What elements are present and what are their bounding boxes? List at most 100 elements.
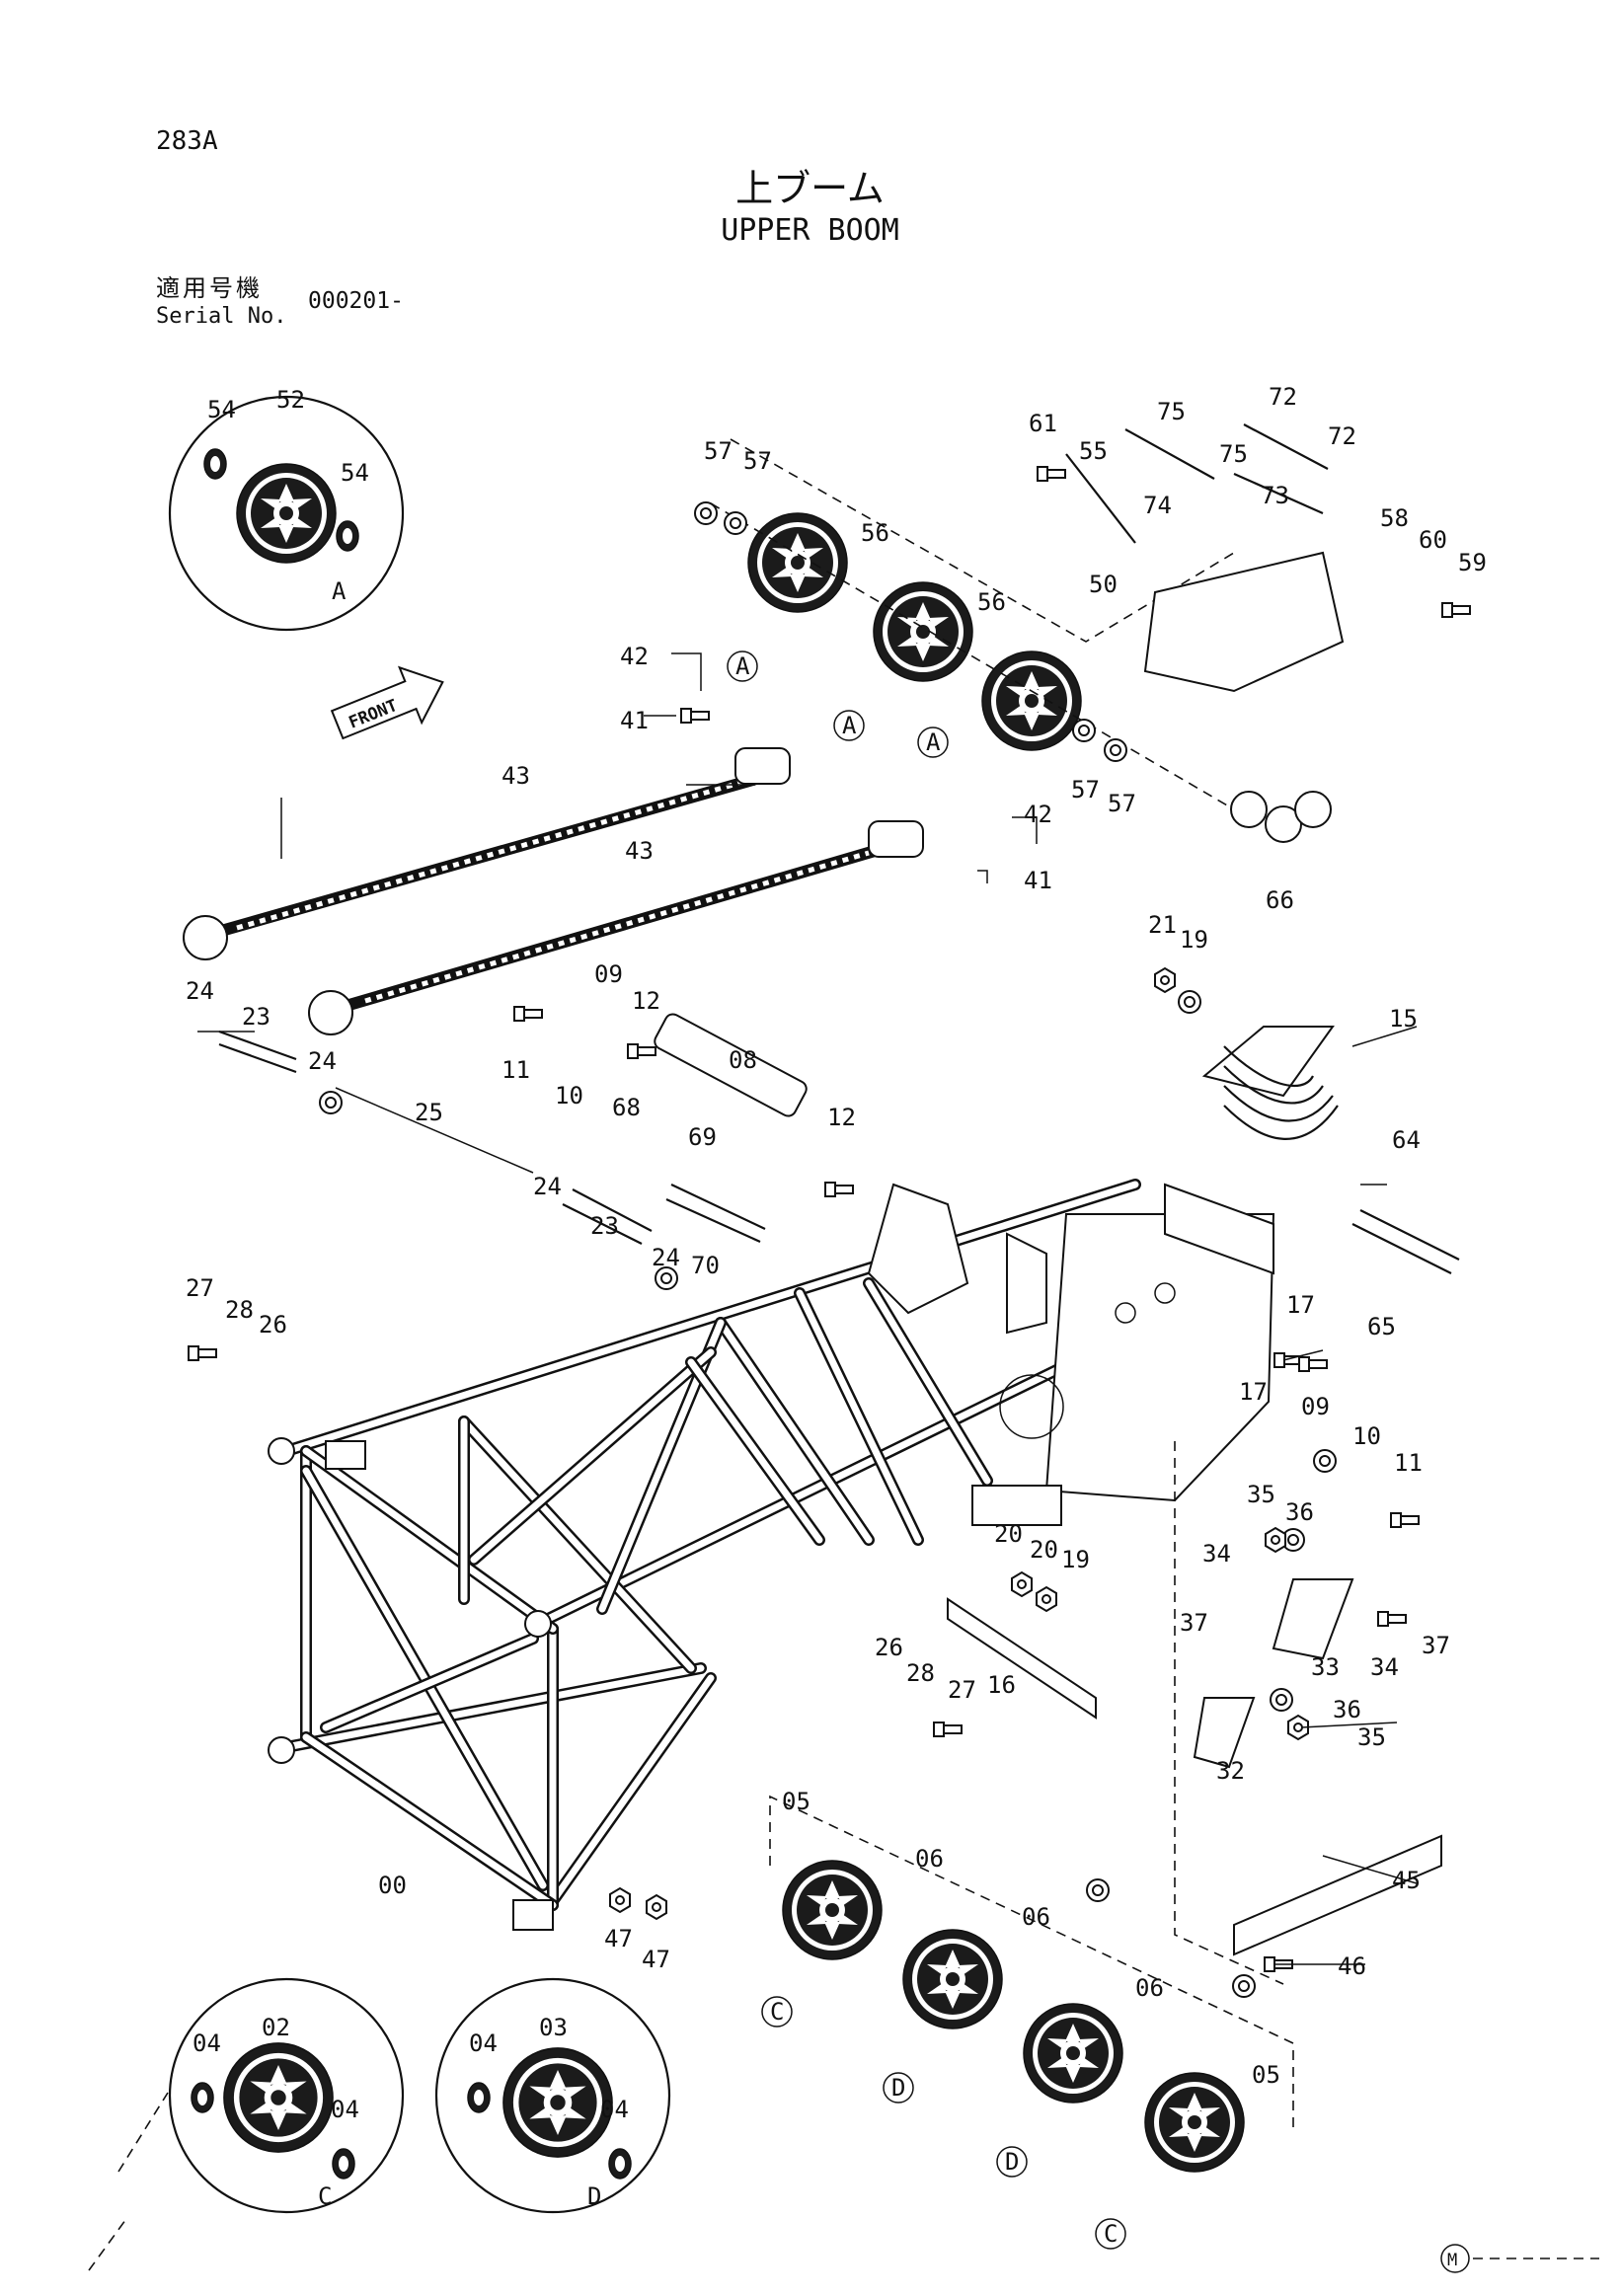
callout-35-a: 35 xyxy=(1247,1481,1275,1508)
callout-03: 03 xyxy=(539,2014,568,2041)
callout-42-b: 42 xyxy=(1024,801,1052,828)
callout-64: 64 xyxy=(1392,1126,1421,1154)
callout-57-a: 57 xyxy=(704,437,733,465)
callout-24-d: 24 xyxy=(652,1244,680,1271)
page-title-english: UPPER BOOM xyxy=(721,213,899,248)
callout-20-a: 20 xyxy=(994,1520,1023,1548)
callout-04-c: 04 xyxy=(469,2029,498,2057)
callout-24-c: 24 xyxy=(533,1173,562,1200)
callout-42-a: 42 xyxy=(620,643,649,670)
ref-d-2: D xyxy=(1005,2148,1019,2176)
callout-04-b: 04 xyxy=(331,2096,359,2123)
callout-02: 02 xyxy=(262,2014,290,2041)
callout-26-b: 26 xyxy=(875,1634,903,1661)
callout-57-d: 57 xyxy=(1108,790,1136,817)
callout-24-b: 24 xyxy=(308,1047,337,1075)
pendant-rope-lower xyxy=(308,820,924,1035)
callout-69: 69 xyxy=(688,1123,717,1151)
pendant-rope-upper xyxy=(183,747,791,960)
callout-57-b: 57 xyxy=(743,447,772,475)
callout-06-c: 06 xyxy=(1135,1974,1164,2002)
detail-label-d: D xyxy=(587,2182,601,2210)
callout-11-a: 11 xyxy=(501,1056,530,1084)
callout-05-a: 05 xyxy=(782,1788,810,1815)
ref-a-3: A xyxy=(926,728,941,756)
callout-04-a: 04 xyxy=(193,2029,221,2057)
callout-36-b: 36 xyxy=(1333,1696,1361,1723)
callout-36-a: 36 xyxy=(1285,1498,1314,1526)
bracket-assembly xyxy=(947,551,1442,1985)
callout-23-a: 23 xyxy=(242,1003,270,1031)
callout-09-a: 09 xyxy=(594,960,623,988)
callout-57-c: 57 xyxy=(1071,776,1100,804)
detail-view-d xyxy=(434,1977,671,2214)
detail-view-a xyxy=(168,395,405,632)
callout-05-b: 05 xyxy=(1252,2061,1280,2089)
ref-d-1: D xyxy=(891,2074,905,2102)
callout-61: 61 xyxy=(1029,410,1057,437)
callout-12-b: 12 xyxy=(827,1104,856,1131)
callout-43-a: 43 xyxy=(501,762,530,790)
callout-10-b: 10 xyxy=(1352,1422,1381,1450)
callout-68: 68 xyxy=(612,1094,641,1121)
callout-74: 74 xyxy=(1143,492,1172,519)
callout-08: 08 xyxy=(729,1046,757,1074)
callout-09-b: 09 xyxy=(1301,1393,1330,1420)
callout-16: 16 xyxy=(987,1671,1016,1699)
boom-head-plates xyxy=(867,1183,1275,1502)
callout-33: 33 xyxy=(1311,1653,1340,1681)
callout-17-a: 17 xyxy=(1286,1291,1315,1319)
boom-shafts-and-pins xyxy=(218,423,1460,1274)
callout-46: 46 xyxy=(1338,1952,1366,1980)
callout-47-b: 47 xyxy=(642,1946,670,1973)
callout-leaders xyxy=(197,652,1418,1965)
callout-75-b: 75 xyxy=(1219,440,1248,468)
callout-73: 73 xyxy=(1261,482,1289,509)
callout-06-a: 06 xyxy=(915,1845,944,1873)
callout-27-b: 27 xyxy=(948,1676,976,1704)
callout-70: 70 xyxy=(691,1252,720,1279)
callout-41-a: 41 xyxy=(620,707,649,734)
serial-number-value: 000201- xyxy=(308,288,404,314)
callout-72-b: 72 xyxy=(1328,422,1356,450)
ref-a-1: A xyxy=(735,652,750,680)
callout-75-a: 75 xyxy=(1157,398,1186,425)
callout-34-b: 34 xyxy=(1370,1653,1399,1681)
callout-06-b: 06 xyxy=(1022,1903,1050,1931)
callout-12-a: 12 xyxy=(632,987,660,1015)
serial-label-japanese: 適用号機 xyxy=(156,274,263,302)
ref-c-1: C xyxy=(770,1998,784,2026)
detail-reference-markers xyxy=(727,651,1126,2250)
footer-marker-label: M xyxy=(1447,2251,1457,2270)
callout-54-b: 54 xyxy=(341,459,369,487)
callout-52: 52 xyxy=(276,386,305,414)
callout-28-a: 28 xyxy=(225,1296,254,1324)
callout-04-d: 04 xyxy=(600,2096,629,2123)
front-direction-arrow: FRONT xyxy=(330,665,444,740)
sheave-c-1 xyxy=(782,1860,883,1960)
page-code: 283A xyxy=(156,126,218,156)
callout-17-b: 17 xyxy=(1239,1378,1268,1406)
callout-72-a: 72 xyxy=(1269,383,1297,411)
callout-50: 50 xyxy=(1089,571,1118,598)
callout-34-a: 34 xyxy=(1202,1540,1231,1568)
sheave-d-1 xyxy=(902,1929,1003,2029)
callout-21: 21 xyxy=(1148,911,1177,939)
callout-25: 25 xyxy=(415,1099,443,1126)
callout-37-b: 37 xyxy=(1422,1632,1450,1659)
callout-28-b: 28 xyxy=(906,1659,935,1687)
sheave-a-1 xyxy=(747,512,848,613)
callout-56-b: 56 xyxy=(977,588,1006,616)
page-title-japanese: 上ブーム xyxy=(735,167,885,210)
callout-23-b: 23 xyxy=(590,1212,619,1240)
sheave-c-2 xyxy=(1144,2072,1245,2173)
callout-54-a: 54 xyxy=(207,396,236,423)
callout-41-b: 41 xyxy=(1024,867,1052,894)
callout-24-a: 24 xyxy=(186,977,214,1005)
scan-margin-marks xyxy=(88,2092,169,2271)
callout-00: 00 xyxy=(378,1872,407,1899)
callout-60: 60 xyxy=(1419,526,1447,554)
callout-27-a: 27 xyxy=(186,1274,214,1302)
callout-19-a: 19 xyxy=(1180,926,1208,954)
